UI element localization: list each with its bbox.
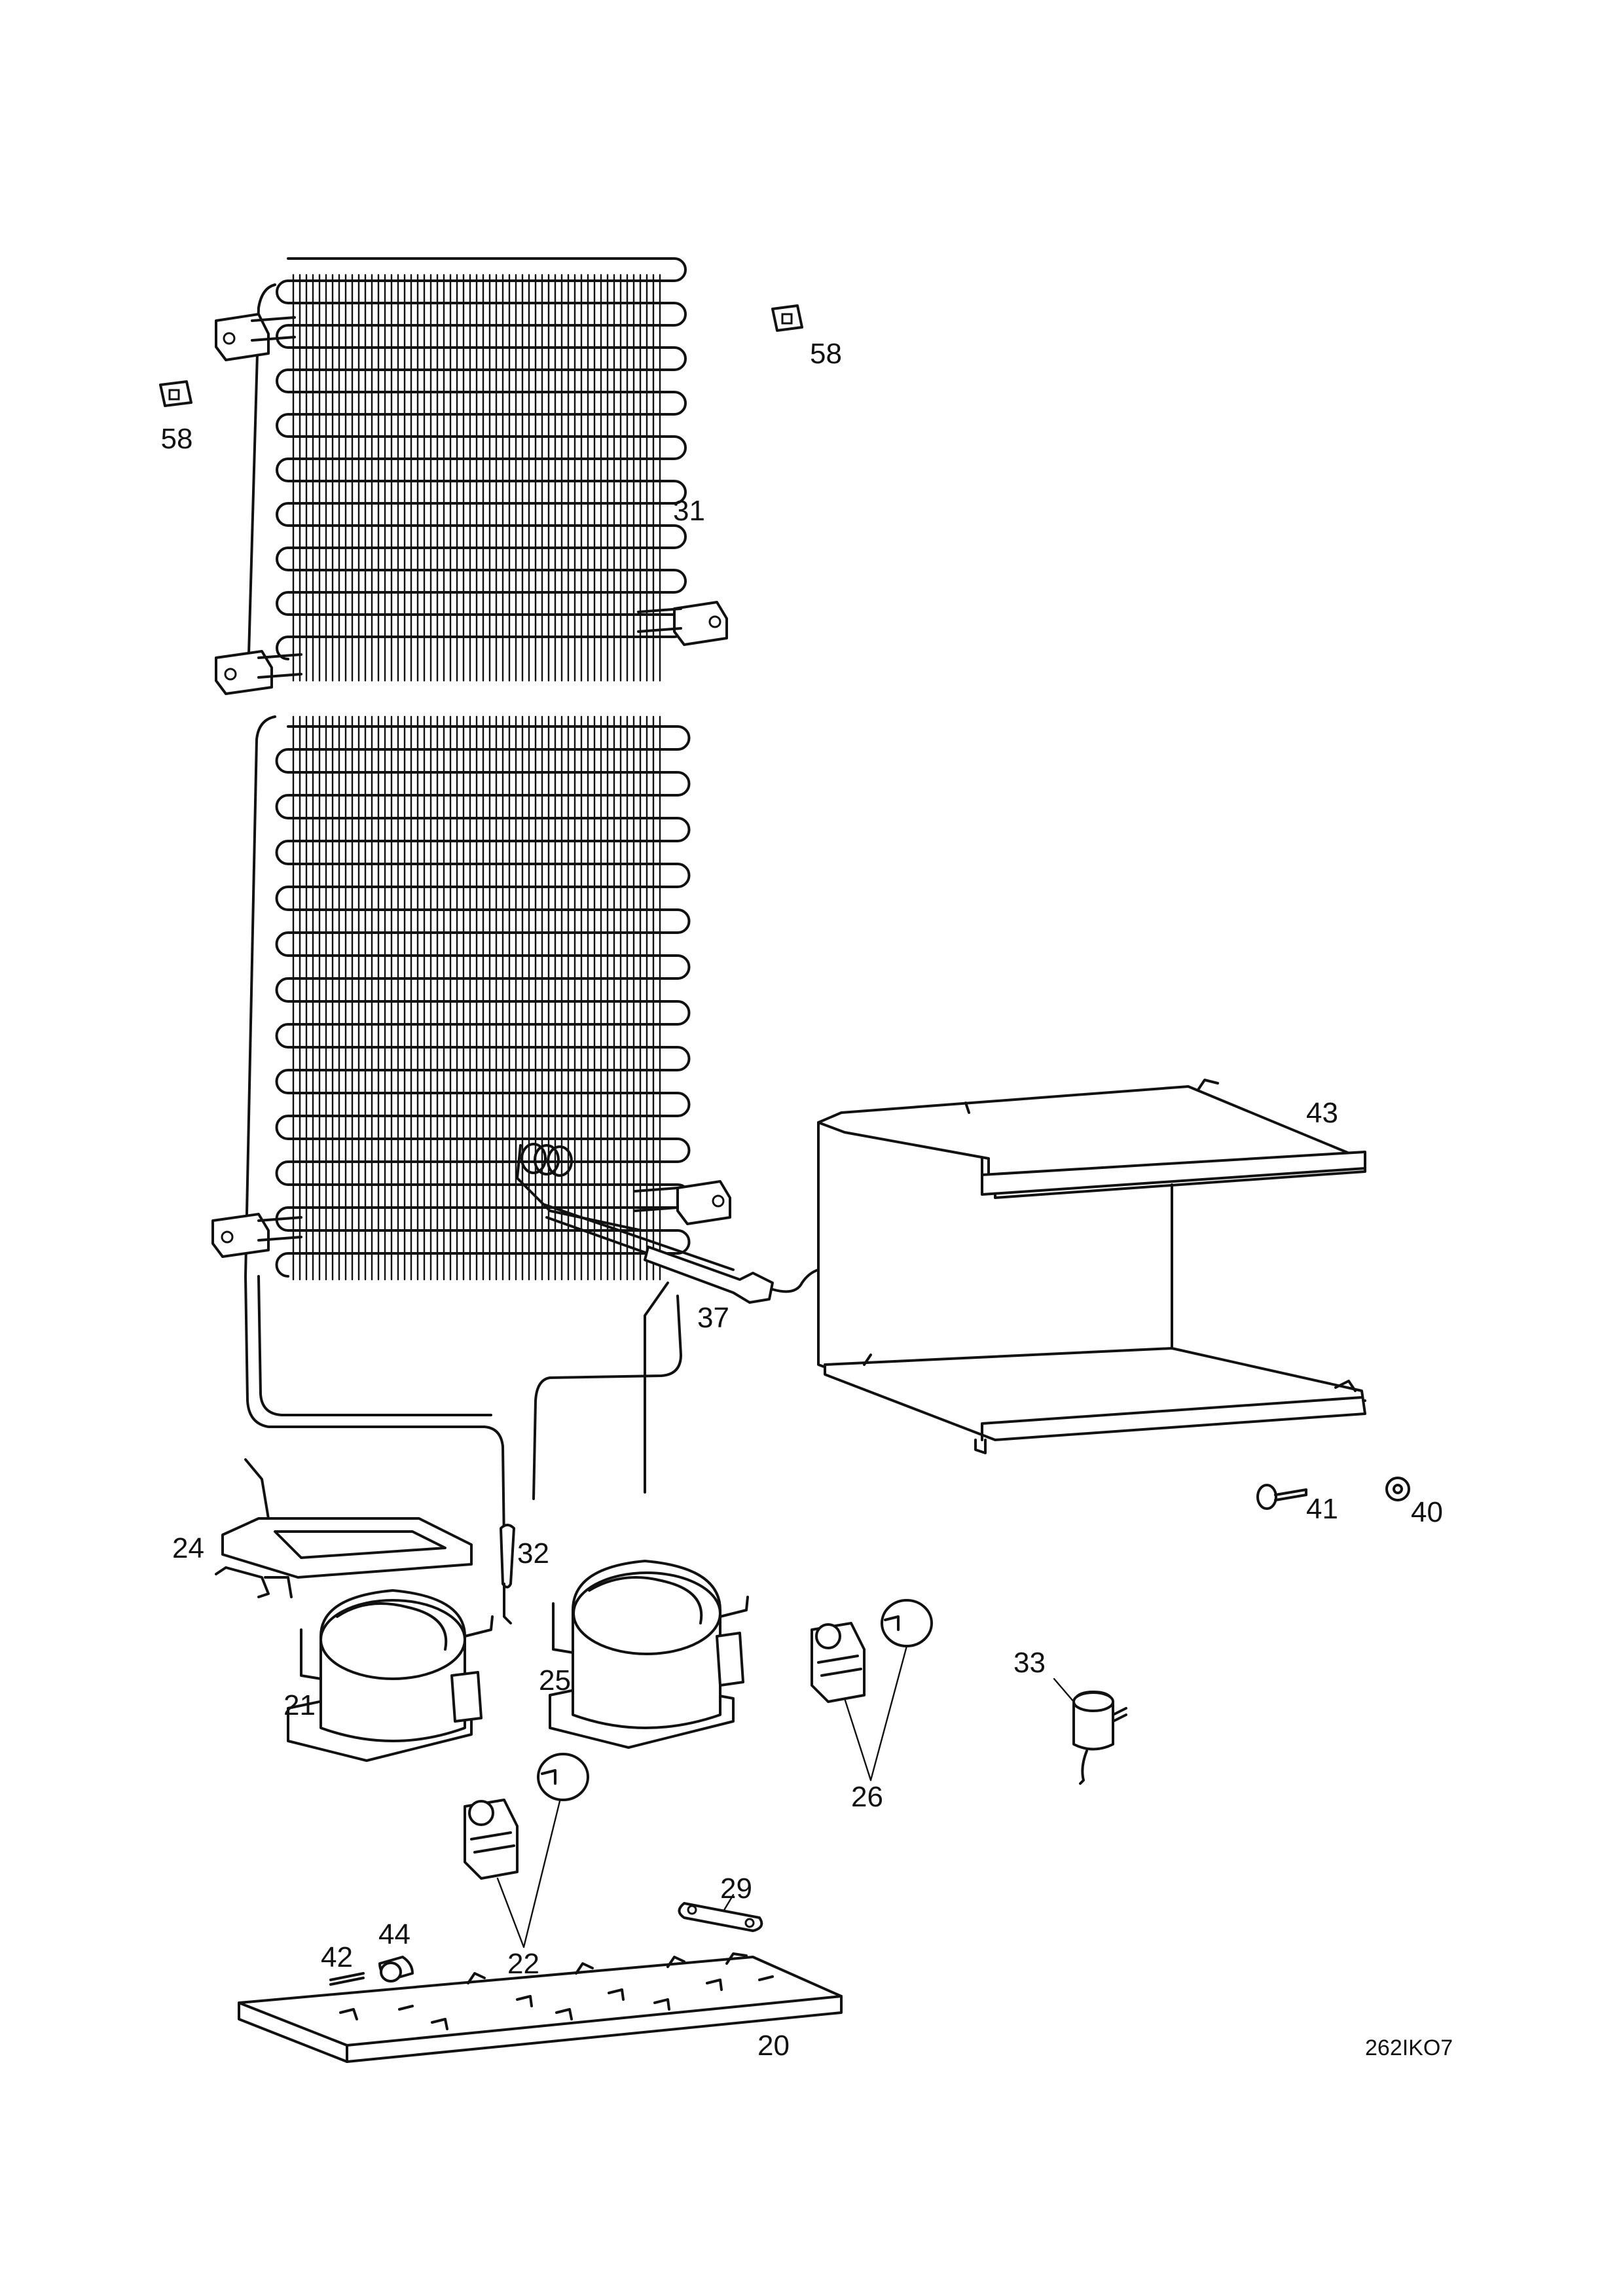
spare-clip (159, 380, 192, 407)
compressor (549, 1560, 749, 1749)
part-label-44: 44 (378, 1918, 410, 1950)
condenser-lower (211, 715, 731, 1281)
part-label-37: 37 (697, 1302, 729, 1334)
nut (1385, 1477, 1410, 1501)
mounting-bracket (211, 1213, 302, 1258)
condenser-upper (215, 257, 728, 695)
capacitor (1053, 1677, 1127, 1785)
mounting-bracket (215, 313, 296, 361)
part-label-31: 31 (673, 495, 705, 527)
screw (1256, 1484, 1307, 1510)
pin (329, 1972, 365, 1986)
part-label-58: 58 (161, 423, 193, 455)
compressor (287, 1589, 494, 1762)
part-label-41: 41 (1306, 1493, 1338, 1525)
thermostat-bulb (500, 1524, 515, 1624)
part-label-20: 20 (757, 2030, 790, 2062)
starter-relay-kit (811, 1599, 933, 1782)
capillary-coil (516, 1143, 643, 1232)
spare-clip (771, 304, 803, 332)
part-label-26: 26 (851, 1781, 883, 1813)
drawing-code: 262IKO7 (1365, 2036, 1453, 2060)
starter-relay-kit (464, 1753, 589, 1948)
part-label-21: 21 (283, 1689, 316, 1721)
compressor-shelf-bracket (817, 1079, 1366, 1454)
refrigerant-pipes (244, 1275, 682, 1559)
part-label-33: 33 (1013, 1647, 1046, 1679)
mounting-bracket (634, 1180, 731, 1225)
base-plate (238, 1952, 843, 2063)
part-label-25: 25 (539, 1664, 571, 1696)
rubber-sleeve (378, 1956, 414, 1982)
part-label-24: 24 (172, 1532, 204, 1564)
condenser-coil (276, 257, 687, 660)
mounting-strap (678, 1893, 763, 1932)
part-label-43: 43 (1306, 1097, 1338, 1129)
condenser-coil (275, 725, 691, 1278)
part-label-22: 22 (507, 1948, 539, 1980)
part-label-29: 29 (720, 1873, 752, 1905)
part-label-58: 58 (810, 338, 842, 370)
mounting-bracket (637, 601, 728, 646)
filter-drier (542, 1203, 820, 1304)
part-label-32: 32 (517, 1537, 549, 1570)
mounting-bracket (215, 650, 302, 695)
compressor-mount-frame (215, 1517, 473, 1598)
part-label-42: 42 (321, 1941, 353, 1973)
part-label-40: 40 (1411, 1496, 1443, 1528)
